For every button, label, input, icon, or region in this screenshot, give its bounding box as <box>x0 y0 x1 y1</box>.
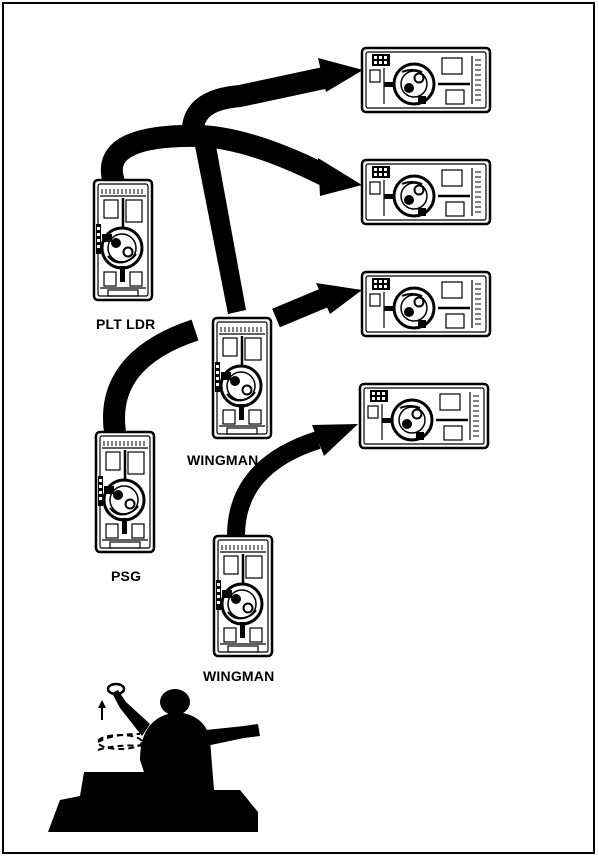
label-wingman-2: WINGMAN <box>203 668 275 684</box>
hand-signaling-crewman-icon <box>48 682 260 832</box>
arrow-psg-to-tank-3 <box>103 319 199 434</box>
arrow-plt-ldr-to-tank-1 <box>181 58 363 136</box>
tank-psg-icon <box>94 430 156 554</box>
arrow-wingman-1-to-tank-3 <box>272 283 362 328</box>
label-wingman-1: WINGMAN <box>187 452 259 468</box>
label-psg: PSG <box>111 568 142 584</box>
tank-wingman-2-icon <box>212 534 274 658</box>
arrow-wingman-cross-path <box>193 135 246 314</box>
tank-destination-4-icon <box>358 382 490 450</box>
tank-destination-1-icon <box>360 46 492 114</box>
tank-destination-2-icon <box>360 158 492 226</box>
arrow-wingman-2-to-tank-4 <box>227 424 358 537</box>
tank-plt-ldr-icon <box>92 178 154 302</box>
tank-wingman-1-icon <box>211 316 273 440</box>
tank-destination-3-icon <box>360 270 492 338</box>
label-plt-ldr: PLT LDR <box>96 316 156 332</box>
